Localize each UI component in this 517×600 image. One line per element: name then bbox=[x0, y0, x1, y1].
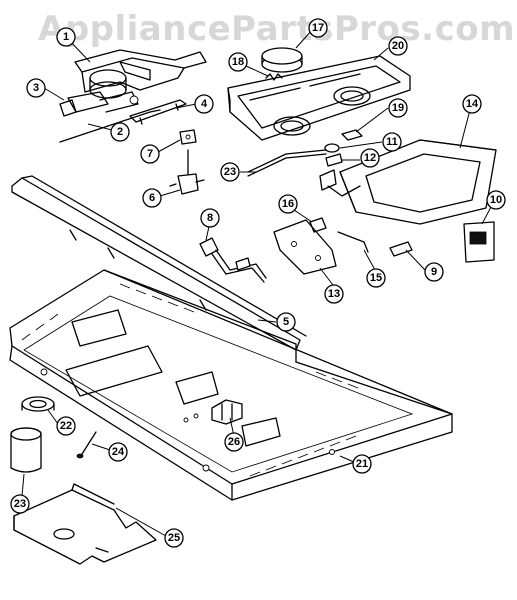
svg-text:17: 17 bbox=[312, 22, 324, 34]
connector-part bbox=[389, 241, 413, 257]
svg-text:9: 9 bbox=[431, 266, 437, 278]
svg-text:25: 25 bbox=[168, 532, 180, 544]
svg-text:23: 23 bbox=[14, 498, 26, 510]
callout-3: 3 bbox=[26, 78, 46, 98]
callout-17: 17 bbox=[308, 18, 328, 38]
svg-text:8: 8 bbox=[207, 212, 213, 224]
svg-text:7: 7 bbox=[147, 148, 153, 160]
regulator-jar bbox=[10, 427, 42, 473]
callout-16: 16 bbox=[278, 194, 298, 214]
gas-tube-upper bbox=[247, 149, 327, 177]
callout-14: 14 bbox=[462, 94, 482, 114]
svg-text:22: 22 bbox=[60, 420, 72, 432]
shield-plate bbox=[13, 483, 157, 565]
callout-7: 7 bbox=[140, 144, 160, 164]
svg-text:20: 20 bbox=[392, 40, 404, 52]
callout-15: 15 bbox=[366, 268, 386, 288]
svg-text:12: 12 bbox=[364, 152, 376, 164]
switch-block bbox=[463, 221, 495, 263]
ring-part bbox=[21, 396, 55, 412]
spring-part bbox=[265, 73, 283, 81]
igniter-part bbox=[309, 217, 327, 233]
callout-1: 1 bbox=[56, 27, 76, 47]
svg-text:14: 14 bbox=[466, 98, 479, 110]
callout-9: 9 bbox=[424, 262, 444, 282]
support-rod bbox=[337, 231, 369, 253]
callout-6: 6 bbox=[142, 188, 162, 208]
orifice-part bbox=[324, 143, 340, 153]
callout-25: 25 bbox=[164, 528, 184, 548]
callout-11: 11 bbox=[382, 132, 402, 152]
watermark-text: AppliancePartsPros.com bbox=[38, 9, 515, 49]
svg-text:5: 5 bbox=[283, 316, 289, 328]
leader-lines bbox=[21, 29, 493, 537]
callout-24: 24 bbox=[108, 442, 128, 462]
svg-text:16: 16 bbox=[282, 198, 294, 210]
svg-text:10: 10 bbox=[490, 194, 502, 206]
grommet-part bbox=[341, 129, 363, 141]
clamp-part bbox=[211, 399, 243, 425]
drip-tray bbox=[339, 139, 497, 225]
svg-text:1: 1 bbox=[63, 31, 69, 43]
cooktop-panel bbox=[227, 55, 411, 141]
burner-assembly bbox=[59, 49, 207, 117]
svg-text:2: 2 bbox=[117, 126, 123, 138]
svg-text:18: 18 bbox=[232, 56, 244, 68]
bracket-part bbox=[129, 99, 187, 125]
callout-21: 21 bbox=[352, 454, 372, 474]
svg-text:4: 4 bbox=[201, 98, 208, 110]
callout-4: 4 bbox=[194, 94, 214, 114]
thermocouple-rod bbox=[59, 109, 161, 143]
callout-20: 20 bbox=[388, 36, 408, 56]
callout-2: 2 bbox=[110, 122, 130, 142]
callout-19: 19 bbox=[388, 98, 408, 118]
callout-10: 10 bbox=[486, 190, 506, 210]
callout-12: 12 bbox=[360, 148, 380, 168]
callout-5: 5 bbox=[276, 312, 296, 332]
svg-text:15: 15 bbox=[370, 272, 382, 284]
svg-text:6: 6 bbox=[149, 192, 155, 204]
supply-tube bbox=[199, 237, 267, 283]
svg-text:13: 13 bbox=[328, 288, 340, 300]
callout-13: 13 bbox=[324, 284, 344, 304]
spud-part bbox=[325, 153, 343, 167]
callout-8: 8 bbox=[200, 208, 220, 228]
angled-bracket bbox=[273, 219, 337, 275]
base-pan bbox=[9, 269, 453, 501]
callout-18: 18 bbox=[228, 52, 248, 72]
svg-text:3: 3 bbox=[33, 82, 39, 94]
valve-part bbox=[169, 149, 205, 195]
svg-text:24: 24 bbox=[112, 446, 125, 458]
burner-cap bbox=[261, 47, 303, 73]
callout-23-lower: 23 bbox=[10, 494, 30, 514]
callout-26: 26 bbox=[224, 432, 244, 452]
svg-text:23: 23 bbox=[224, 166, 236, 178]
callout-22: 22 bbox=[56, 416, 76, 436]
svg-text:26: 26 bbox=[228, 436, 240, 448]
callout-23-upper: 23 bbox=[220, 162, 240, 182]
svg-text:19: 19 bbox=[392, 102, 404, 114]
screw-part bbox=[76, 431, 97, 459]
svg-text:11: 11 bbox=[386, 136, 398, 148]
svg-text:21: 21 bbox=[356, 458, 368, 470]
